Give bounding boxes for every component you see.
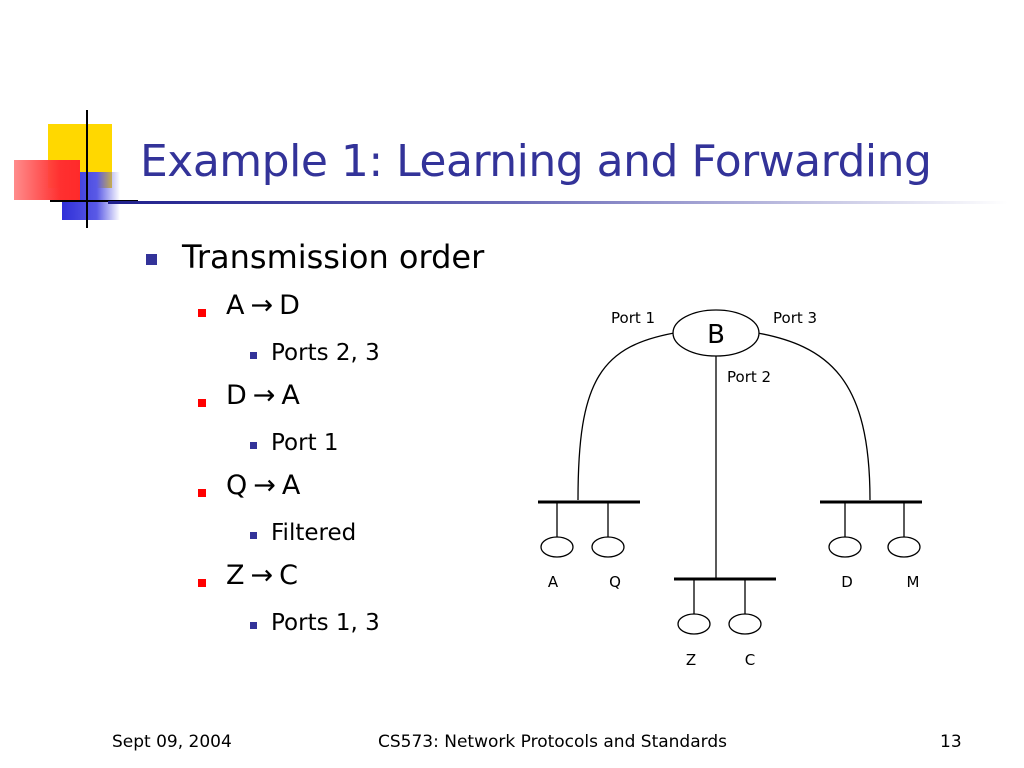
port-1-label: Port 1 xyxy=(611,309,655,327)
host-a-node xyxy=(540,536,574,558)
destination-host: D xyxy=(279,290,300,321)
destination-host: C xyxy=(279,560,298,591)
footer-course: CS573: Network Protocols and Standards xyxy=(378,732,727,752)
transmission-item: Z→C xyxy=(226,560,298,591)
transmission-result: Port 1 xyxy=(271,430,339,456)
port-3-label: Port 3 xyxy=(773,309,817,327)
host-d-label: D xyxy=(841,573,853,591)
logo-horizontal-line xyxy=(50,200,138,202)
right-arrow-icon: → xyxy=(250,560,274,591)
bullet-marker xyxy=(198,579,206,587)
footer-page-number: 13 xyxy=(940,732,962,752)
host-q-node xyxy=(591,536,625,558)
bullet-marker xyxy=(198,309,206,317)
logo-vertical-line xyxy=(86,110,88,228)
host-d-node xyxy=(828,536,862,558)
transmission-item: Q→A xyxy=(226,470,300,501)
source-host: A xyxy=(226,290,245,321)
logo-red-square xyxy=(14,160,80,200)
transmission-result: Filtered xyxy=(271,520,357,546)
bridge-label: B xyxy=(707,320,725,350)
host-m-label: M xyxy=(907,573,920,591)
source-host: Q xyxy=(226,470,248,501)
source-host: D xyxy=(226,380,247,411)
bullet-marker xyxy=(146,254,157,265)
host-q-label: Q xyxy=(609,573,621,591)
bridge-node xyxy=(672,309,760,357)
link-port-3 xyxy=(751,331,871,501)
link-port-1 xyxy=(577,331,681,501)
transmission-item: D→A xyxy=(226,380,300,411)
bullet-transmission-order: Transmission order xyxy=(182,238,485,276)
host-z-node xyxy=(677,613,711,635)
host-m-node xyxy=(887,536,921,558)
source-host: Z xyxy=(226,560,245,591)
bullet-marker xyxy=(250,622,257,629)
bullet-marker xyxy=(198,489,206,497)
bullet-marker xyxy=(250,532,257,539)
host-z-label: Z xyxy=(686,651,696,669)
slide-title: Example 1: Learning and Forwarding xyxy=(140,136,932,187)
footer-date: Sept 09, 2004 xyxy=(112,732,232,752)
destination-host: A xyxy=(281,380,300,411)
right-arrow-icon: → xyxy=(253,470,276,501)
bullet-marker xyxy=(250,352,257,359)
title-underline xyxy=(108,201,1008,204)
bullet-marker xyxy=(250,442,257,449)
host-c-node xyxy=(728,613,762,635)
transmission-result: Ports 1, 3 xyxy=(271,610,380,636)
transmission-result: Ports 2, 3 xyxy=(271,340,380,366)
right-arrow-icon: → xyxy=(250,290,274,321)
right-arrow-icon: → xyxy=(252,380,276,411)
destination-host: A xyxy=(281,470,301,501)
host-a-label: A xyxy=(548,573,559,591)
bullet-marker xyxy=(198,399,206,407)
network-diagram: B Port 1 Port 3 Port 2 A Q D M Z C xyxy=(538,309,922,669)
transmission-item: A→D xyxy=(226,290,300,321)
host-c-label: C xyxy=(745,651,755,669)
port-2-label: Port 2 xyxy=(727,368,771,386)
